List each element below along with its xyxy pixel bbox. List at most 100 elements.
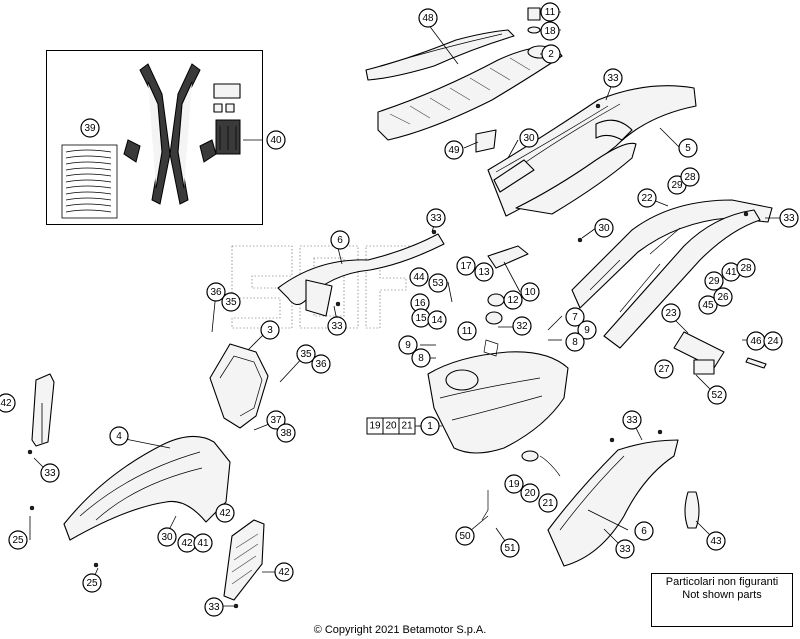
- callout-c33e: 33: [40, 463, 60, 483]
- callout-circle: [157, 527, 177, 547]
- callout-circle: [637, 188, 657, 208]
- callout-circle: [411, 348, 431, 368]
- callout-number: 5: [685, 143, 691, 154]
- callout-number: 30: [598, 223, 610, 234]
- callout-c3: 3: [260, 320, 280, 340]
- callout-c23: 23: [661, 303, 681, 323]
- callout-number: 37: [270, 415, 282, 426]
- callout-c33h: 33: [204, 597, 224, 617]
- callout-circle: [540, 21, 560, 41]
- callout-circle: [428, 273, 448, 293]
- seat-bracket-49: [475, 129, 497, 153]
- callout-circle: [736, 258, 756, 278]
- decal-kit-drawing: [61, 63, 241, 219]
- callout-number: 20: [524, 488, 536, 499]
- callout-number: 3: [267, 325, 273, 336]
- strap-43: [684, 491, 700, 529]
- callout-circle: [82, 573, 102, 593]
- callout-c8a: 8: [411, 348, 431, 368]
- kit-label-20: 20: [385, 421, 397, 432]
- callout-c12: 12: [503, 290, 523, 310]
- callout-c24: 24: [763, 331, 783, 351]
- callout-c52: 52: [707, 385, 727, 405]
- callout-circle: [622, 410, 642, 430]
- callout-number: 24: [767, 336, 779, 347]
- callout-c7: 7: [565, 307, 585, 327]
- callout-c8b: 8: [565, 332, 585, 352]
- callout-number: 9: [584, 325, 590, 336]
- callout-number: 33: [208, 602, 220, 613]
- callout-c17: 17: [456, 256, 476, 276]
- callout-circle: [704, 271, 724, 291]
- callout-circle: [520, 483, 540, 503]
- fuel-pump-13: [483, 293, 505, 357]
- callout-number: 38: [280, 428, 292, 439]
- callout-number: 12: [507, 295, 519, 306]
- callout-number: 15: [415, 313, 427, 324]
- callout-c30b: 30: [594, 218, 614, 238]
- callout-circle: [276, 423, 296, 443]
- callout-circle: [538, 493, 558, 513]
- callout-number: 1: [427, 421, 433, 432]
- callout-number: 46: [750, 336, 762, 347]
- callout-number: 41: [725, 267, 737, 278]
- callout-number: 28: [740, 263, 752, 274]
- callout-number: 18: [544, 26, 556, 37]
- callout-circle: [706, 531, 726, 551]
- decal-kit-inset-frame: [46, 50, 263, 225]
- callout-circle: [678, 138, 698, 158]
- callout-c14: 14: [427, 310, 447, 330]
- callout-number: 33: [783, 213, 795, 224]
- callout-circle: [215, 503, 235, 523]
- fuel-tank-1: [427, 351, 569, 454]
- callout-number: 11: [462, 326, 473, 337]
- callout-c33f: 33: [622, 410, 642, 430]
- callout-c38: 38: [276, 423, 296, 443]
- callout-c32: 32: [512, 316, 532, 336]
- callout-number: 52: [711, 390, 723, 401]
- callout-c11b: 11: [457, 321, 477, 341]
- callout-circle: [707, 385, 727, 405]
- callout-c11a: 11: [540, 2, 560, 22]
- callout-number: 16: [414, 298, 426, 309]
- callout-number: 30: [523, 133, 535, 144]
- headlight-mask-3: [209, 343, 269, 429]
- callout-c28b: 28: [736, 258, 756, 278]
- callout-number: 43: [710, 536, 722, 547]
- callout-c53: 53: [428, 273, 448, 293]
- callout-number: 33: [331, 321, 343, 332]
- callout-number: 33: [619, 544, 631, 555]
- callout-c21: 21: [538, 493, 558, 513]
- callout-c40: 40: [266, 130, 286, 150]
- callout-c25a: 25: [8, 530, 28, 550]
- filler-cap-11-18: [527, 7, 541, 34]
- subframe-22: [571, 199, 773, 349]
- callout-c33g: 33: [615, 539, 635, 559]
- callout-c2: 2: [541, 44, 561, 64]
- callout-c27: 27: [654, 359, 674, 379]
- callout-number: 35: [300, 349, 312, 360]
- callout-circle: [519, 128, 539, 148]
- side-panel-6: [547, 439, 679, 567]
- callout-circle: [274, 562, 294, 582]
- callout-c35a: 35: [221, 292, 241, 312]
- callout-number: 42: [181, 538, 193, 549]
- callout-circle: [713, 287, 733, 307]
- hoses-and-valves: [481, 450, 561, 521]
- callout-number: 10: [524, 287, 536, 298]
- callout-circle: [330, 230, 350, 250]
- callout-circle: [109, 426, 129, 446]
- callout-circle: [615, 539, 635, 559]
- callout-c42d: 42: [274, 562, 294, 582]
- callout-c41a: 41: [721, 262, 741, 282]
- callout-circle: [565, 307, 585, 327]
- callout-circle: [634, 521, 654, 541]
- callout-number: 49: [448, 145, 460, 156]
- callout-c15: 15: [411, 308, 431, 328]
- callout-circle: [456, 256, 476, 276]
- callout-number: 33: [607, 73, 619, 84]
- callout-circle: [503, 290, 523, 310]
- callout-circle: [512, 316, 532, 336]
- callout-c9a: 9: [398, 335, 418, 355]
